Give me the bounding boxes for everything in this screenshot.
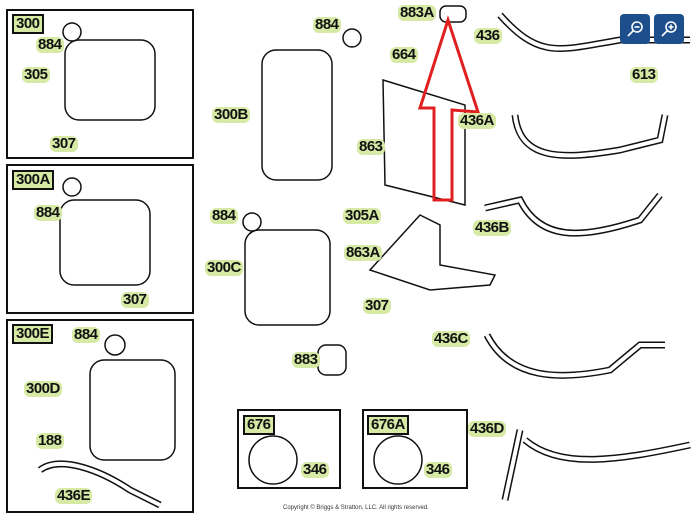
label-883a[interactable]: 883A: [398, 4, 436, 21]
label-188[interactable]: 188: [36, 432, 64, 449]
label-436[interactable]: 436: [474, 27, 502, 44]
label-307[interactable]: 307: [363, 297, 391, 314]
label-436b[interactable]: 436B: [473, 219, 511, 236]
bracket-863a: [368, 214, 497, 291]
clamp-884: [104, 334, 126, 356]
gasket-883a: [439, 5, 467, 23]
label-346[interactable]: 346: [424, 461, 452, 478]
label-300[interactable]: 300: [12, 14, 44, 34]
label-305a[interactable]: 305A: [343, 207, 381, 224]
label-307[interactable]: 307: [50, 135, 78, 152]
muffler-300: [64, 39, 156, 121]
label-676a[interactable]: 676A: [367, 415, 409, 435]
label-676[interactable]: 676: [243, 415, 275, 435]
label-436e[interactable]: 436E: [55, 487, 93, 504]
label-307[interactable]: 307: [121, 291, 149, 308]
label-300d[interactable]: 300D: [24, 380, 62, 397]
zoom-out-button[interactable]: [620, 14, 650, 44]
group-box-676a: [362, 409, 468, 489]
label-884[interactable]: 884: [34, 204, 62, 221]
label-346[interactable]: 346: [301, 461, 329, 478]
clamp-884: [242, 212, 262, 232]
zoom-in-icon: [661, 21, 677, 37]
label-664[interactable]: 664: [390, 46, 418, 63]
clamp-884: [62, 22, 82, 42]
gasket-883: [317, 344, 347, 376]
pipe-436d: [501, 429, 691, 501]
spark-arrester-676: [248, 435, 298, 485]
red-arrow-pointer: [417, 15, 481, 202]
zoom-out-icon: [627, 21, 643, 37]
muffler-300a: [59, 199, 151, 286]
label-883[interactable]: 883: [292, 351, 320, 368]
label-863a[interactable]: 863A: [344, 244, 382, 261]
pipe-436c: [483, 333, 665, 379]
clamp-884: [342, 28, 362, 48]
muffler-300c: [244, 229, 331, 326]
group-box-300a: [6, 164, 194, 314]
label-300c[interactable]: 300C: [205, 259, 243, 276]
spark-arrester-676a: [373, 435, 423, 485]
label-300a[interactable]: 300A: [12, 170, 54, 190]
label-884[interactable]: 884: [72, 326, 100, 343]
label-300e[interactable]: 300E: [12, 324, 54, 344]
label-436a[interactable]: 436A: [458, 112, 496, 129]
label-305[interactable]: 305: [22, 66, 50, 83]
muffler-300b: [261, 49, 333, 181]
label-436d[interactable]: 436D: [468, 420, 506, 437]
copyright-notice: Copyright © Briggs & Stratton, LLC. All …: [283, 505, 429, 511]
label-884[interactable]: 884: [313, 16, 341, 33]
group-box-300: [6, 9, 194, 159]
label-884[interactable]: 884: [36, 36, 64, 53]
zoom-in-button[interactable]: [654, 14, 684, 44]
label-863[interactable]: 863: [357, 138, 385, 155]
label-884[interactable]: 884: [210, 207, 238, 224]
clamp-884: [62, 177, 82, 197]
label-300b[interactable]: 300B: [212, 106, 250, 123]
label-436c[interactable]: 436C: [432, 330, 470, 347]
muffler-300d: [89, 359, 176, 461]
group-box-676: [237, 409, 341, 489]
label-613[interactable]: 613: [630, 66, 658, 83]
group-box-300e: [6, 319, 194, 513]
